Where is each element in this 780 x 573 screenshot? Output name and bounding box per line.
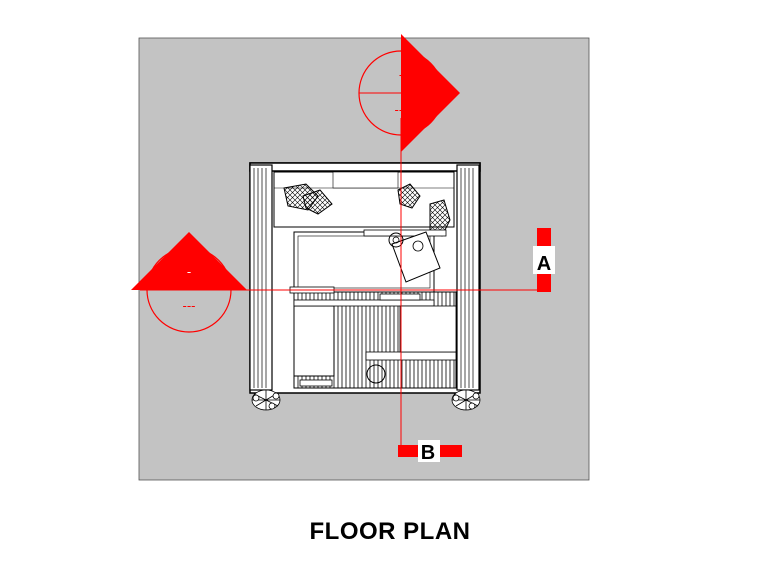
lamp-symbol [388, 232, 404, 248]
plant-left [251, 389, 281, 411]
plant-right [451, 389, 481, 411]
section-b-label: B [421, 442, 435, 464]
section-marker-a: A [533, 228, 555, 292]
pillows [283, 183, 451, 237]
elevation-left-upper: - [187, 265, 191, 279]
elevation-left-lower: --- [183, 299, 196, 313]
plan-title: FLOOR PLAN [309, 518, 471, 545]
right-column [456, 164, 480, 391]
elevation-top-upper: - [399, 68, 403, 82]
elevation-marker-left: - --- [131, 232, 247, 333]
deck [289, 286, 457, 389]
elevation-marker-top: - --- [358, 34, 460, 152]
left-column [249, 164, 273, 391]
bed-platform [293, 229, 447, 293]
section-marker-b: B [398, 440, 462, 464]
section-a-label: A [537, 253, 551, 275]
elevation-top-lower: --- [395, 103, 408, 117]
